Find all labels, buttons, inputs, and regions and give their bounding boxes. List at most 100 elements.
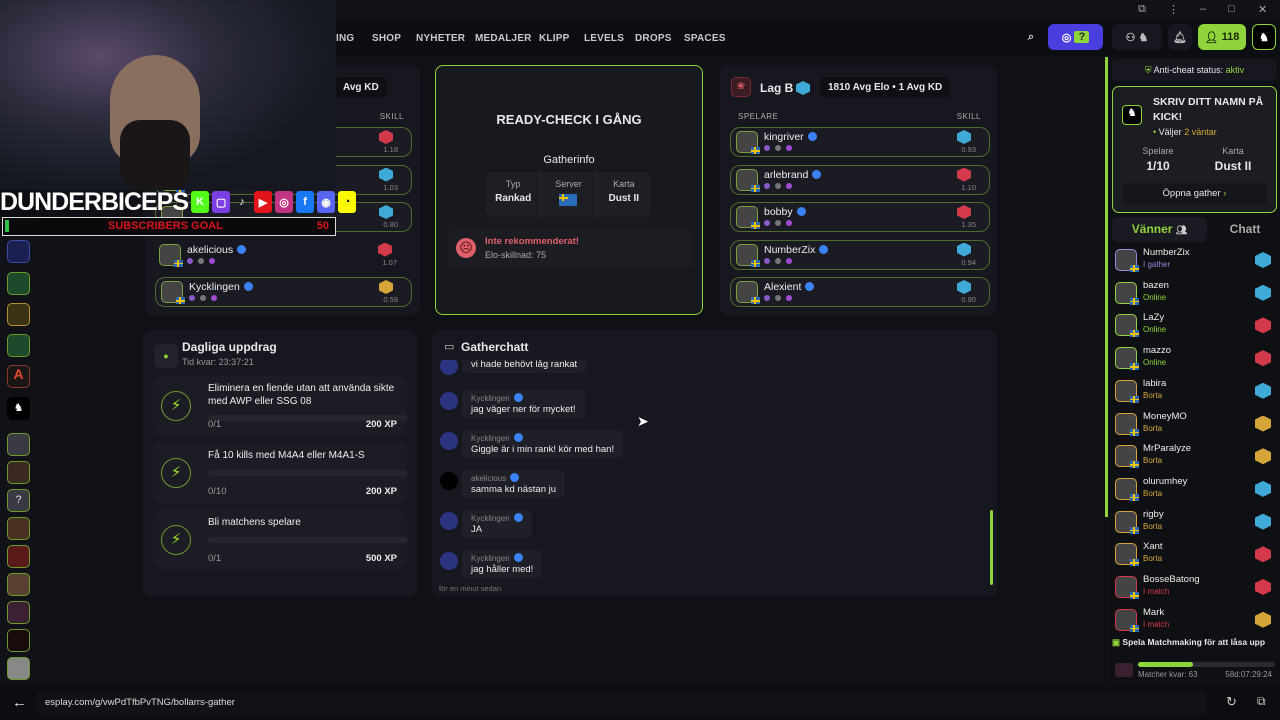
player-skill: 0.94 xyxy=(961,257,976,267)
nav-shop[interactable]: SHOP xyxy=(372,33,402,44)
nav-item[interactable]: ING xyxy=(336,33,355,44)
player-row[interactable]: arlebrand 1.10 xyxy=(730,164,990,195)
sweden-flag-icon xyxy=(751,147,760,154)
sidebar-community[interactable] xyxy=(7,272,30,295)
map-label: Karta xyxy=(1222,146,1244,156)
sidebar-friend[interactable] xyxy=(7,601,30,624)
friend-item[interactable]: mazzo Online xyxy=(1113,345,1273,375)
player-row[interactable]: akelicious 1.07 xyxy=(153,240,411,270)
search-icon[interactable]: ⌕ xyxy=(1027,30,1035,43)
reload-icon[interactable]: ↻ xyxy=(1226,694,1237,709)
player-row[interactable]: NumberZix 0.94 xyxy=(730,239,990,270)
player-row[interactable]: kingriver 0.93 xyxy=(730,127,990,157)
friend-item[interactable]: MrParalyze Borta xyxy=(1113,443,1273,473)
maximize-icon[interactable]: □ xyxy=(1228,3,1235,15)
player-row[interactable]: bobby 1.35 xyxy=(730,202,990,232)
player-name: arlebrand xyxy=(764,169,822,181)
tab-chat[interactable]: Chatt xyxy=(1229,222,1261,236)
friend-item[interactable]: Mark I match xyxy=(1113,607,1273,633)
mission-item: ⚡︎ Få 10 kills med M4A4 eller M4A1-S 0/1… xyxy=(153,442,408,503)
friend-item[interactable]: NumberZix I gather xyxy=(1113,247,1273,277)
friend-name: BosseBatong xyxy=(1143,574,1200,585)
tab-friends[interactable]: Vänner 👥︎ xyxy=(1112,217,1207,242)
mission-xp: 500 XP xyxy=(365,553,397,564)
friend-status: I match xyxy=(1143,587,1170,596)
party-button[interactable]: ⚇ ♞ xyxy=(1112,24,1162,50)
nav-levels[interactable]: LEVELS xyxy=(584,33,625,44)
extensions-icon[interactable]: ⧉ xyxy=(1138,3,1146,15)
friend-item[interactable]: bazen Online xyxy=(1113,280,1273,310)
chat-avatar xyxy=(440,360,458,375)
typ-label: Typ xyxy=(505,179,521,189)
friend-avatar xyxy=(1115,510,1139,534)
sidebar-friend[interactable] xyxy=(7,545,30,568)
friend-item[interactable]: olurumhey Borta xyxy=(1113,476,1273,506)
friend-item[interactable]: BosseBatong I match xyxy=(1113,574,1273,604)
url-field[interactable]: esplay.com/g/vwPdTfbPvTNG/bollarrs-gathe… xyxy=(36,691,1206,715)
sweden-flag-icon xyxy=(174,259,183,267)
menu-icon[interactable]: ⋮ xyxy=(1168,4,1179,16)
panel-scrollbar[interactable] xyxy=(1105,57,1108,517)
chat-timestamp: för en minut sedan xyxy=(439,584,502,593)
player-badges xyxy=(764,295,792,301)
sweden-flag-icon xyxy=(559,194,578,206)
sweden-flag-icon xyxy=(1130,526,1139,534)
sidebar-friend[interactable] xyxy=(7,573,30,596)
karta-label: Karta xyxy=(613,179,635,189)
friend-avatar xyxy=(1115,347,1139,371)
friend-item[interactable]: labira Borta xyxy=(1113,378,1273,408)
sidebar-community[interactable] xyxy=(7,334,30,357)
friend-item[interactable]: MoneyMO Borta xyxy=(1113,411,1273,441)
paw-icon: ❀ xyxy=(731,77,751,97)
friend-item[interactable]: rigby Borta xyxy=(1113,509,1273,539)
anticheat-status: ⛨ Anti-cheat status: aktiv xyxy=(1112,59,1277,81)
nav-medaljer[interactable]: MEDALJER xyxy=(475,33,532,44)
rank-icon xyxy=(1255,480,1271,497)
sidebar-friend[interactable] xyxy=(7,461,30,484)
player-skill: 1.10 xyxy=(961,182,976,192)
friend-item[interactable]: LaZy Online xyxy=(1113,312,1273,342)
player-badges xyxy=(764,220,792,226)
bell-icon[interactable]: 🔔︎ xyxy=(1168,24,1192,50)
sweden-flag-icon xyxy=(751,222,760,229)
sweden-flag-icon xyxy=(1130,461,1139,469)
sidebar-community[interactable] xyxy=(7,303,30,326)
player-badges xyxy=(189,295,217,301)
open-gather-button[interactable]: Öppna gather › xyxy=(1122,183,1267,205)
player-skill: 1.18 xyxy=(383,145,398,154)
player-row[interactable]: Kycklingen 0.59 xyxy=(155,277,412,307)
nav-klipp[interactable]: KLIPP xyxy=(539,33,570,44)
nav-drops[interactable]: DROPS xyxy=(635,33,672,44)
goal-value: 50 xyxy=(316,220,329,232)
back-arrow-icon[interactable]: ← xyxy=(12,694,27,711)
sidebar-community[interactable]: ♞ xyxy=(7,397,30,420)
sidebar-community[interactable]: A xyxy=(7,365,30,388)
friend-item[interactable]: Xant Borta xyxy=(1113,541,1273,571)
premium-button[interactable]: ◎ ? xyxy=(1048,24,1103,50)
nav-nyheter[interactable]: NYHETER xyxy=(416,33,466,44)
open-external-icon[interactable]: ⧉ xyxy=(1257,694,1266,708)
friend-status: I match xyxy=(1143,619,1170,629)
gather-card[interactable]: ♞ SKRIV DITT NAMN PÅ KICK! • Väljer 2 vä… xyxy=(1112,86,1277,213)
profile-avatar[interactable]: ♞ xyxy=(1252,24,1276,50)
sidebar-friend[interactable]: ? xyxy=(7,489,30,512)
open-gather-label: Öppna gather xyxy=(1162,188,1221,199)
sidebar-friend[interactable] xyxy=(7,517,30,540)
sidebar-friend[interactable] xyxy=(7,433,30,456)
mission-xp: 200 XP xyxy=(365,486,397,497)
sidebar-friend[interactable] xyxy=(7,657,30,680)
friends-button[interactable]: 👤︎ 118 xyxy=(1198,24,1246,50)
minimize-icon[interactable]: – xyxy=(1200,3,1207,15)
player-skill: 0.93 xyxy=(961,145,976,154)
team-b-stats: 1810 Avg Elo • 1 Avg KD xyxy=(820,77,951,98)
chat-scrollbar[interactable] xyxy=(990,510,993,585)
sidebar-friend[interactable] xyxy=(7,629,30,652)
friends-list[interactable]: NumberZix I gather bazen Online LaZy Onl… xyxy=(1105,247,1280,633)
close-icon[interactable]: ✕ xyxy=(1258,4,1268,16)
nav-spaces[interactable]: SPACES xyxy=(684,33,726,44)
sidebar-community[interactable] xyxy=(7,240,30,263)
player-row[interactable]: Alexient 0.90 xyxy=(730,277,990,307)
promo-text[interactable]: ▣ Spela Matchmaking för att låsa upp xyxy=(1112,637,1265,648)
rank-icon xyxy=(1255,448,1271,465)
